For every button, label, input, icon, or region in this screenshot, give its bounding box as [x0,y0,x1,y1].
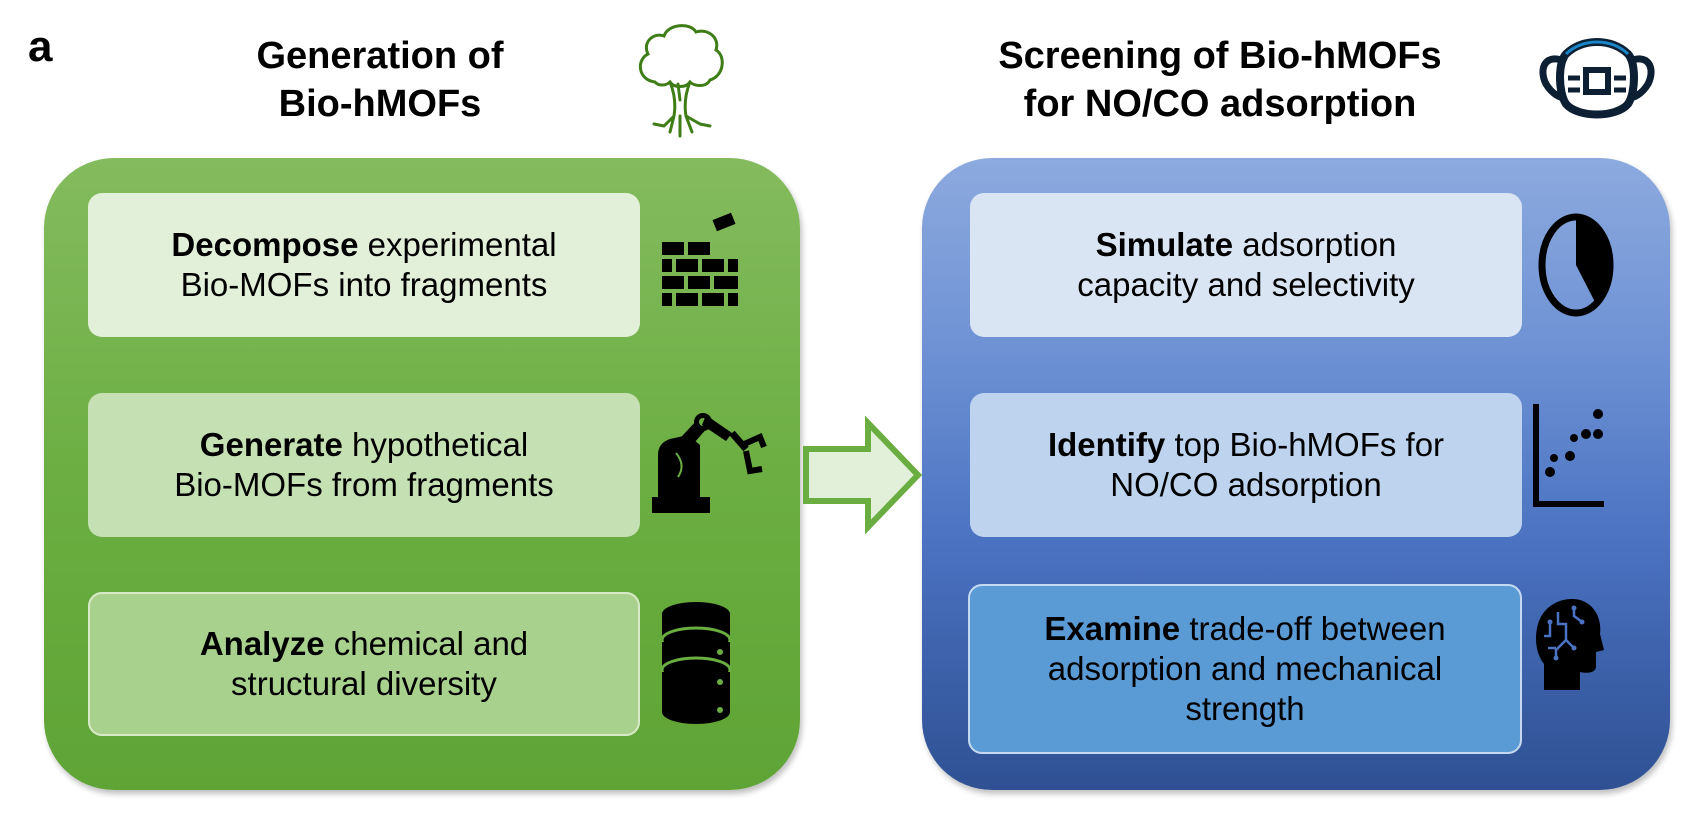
step-keyword: Generate [199,426,343,463]
face-mask-icon [1539,38,1655,119]
step-generate: Generate hypothetical Bio-MOFs from frag… [88,393,640,537]
step-analyze: Analyze chemical and structural diversit… [88,592,640,736]
step-text: adsorption and mechanical [1047,650,1443,687]
right-column-title: Screening of Bio-hMOFs for NO/CO adsorpt… [930,32,1510,128]
step-text: trade-off between [1180,610,1446,647]
database-icon [660,602,732,724]
step-keyword: Simulate [1095,226,1234,263]
right-title-line2: for NO/CO adsorption [1023,83,1417,125]
panel-label: a [28,22,53,71]
pie-chart-icon [1538,213,1614,317]
tree-icon [638,24,724,138]
step-text: NO/CO adsorption [1110,466,1382,503]
step-keyword: Decompose [171,226,359,263]
brick-wall-icon [662,212,738,306]
scatter-plot-icon [1533,404,1604,507]
step-keyword: Analyze [199,625,325,662]
step-text: hypothetical [342,426,529,463]
robot-arm-icon [652,413,767,513]
left-title-line2: Bio-hMOFs [278,83,482,125]
step-text: top Bio-hMOFs for [1165,426,1445,463]
step-simulate: Simulate adsorption capacity and selecti… [970,193,1522,337]
ai-head-icon [1536,599,1604,690]
step-text: experimental [358,226,557,263]
step-text: Bio-MOFs into fragments [180,266,548,303]
step-text: strength [1185,690,1305,727]
step-examine: Examine trade-off between adsorption and… [968,584,1522,754]
right-arrow-icon [803,415,923,535]
step-identify: Identify top Bio-hMOFs for NO/CO adsorpt… [970,393,1522,537]
step-text: Bio-MOFs from fragments [174,466,554,503]
step-decompose: Decompose experimental Bio-MOFs into fra… [88,193,640,337]
step-keyword: Identify [1047,426,1166,463]
step-text: structural diversity [231,665,497,702]
right-title-line1: Screening of Bio-hMOFs [998,35,1442,77]
step-text: chemical and [324,625,529,662]
step-keyword: Examine [1044,610,1181,647]
left-title-line1: Generation of [256,35,504,77]
left-column-title: Generation of Bio-hMOFs [180,32,580,128]
step-text: capacity and selectivity [1077,266,1415,303]
step-text: adsorption [1233,226,1397,263]
